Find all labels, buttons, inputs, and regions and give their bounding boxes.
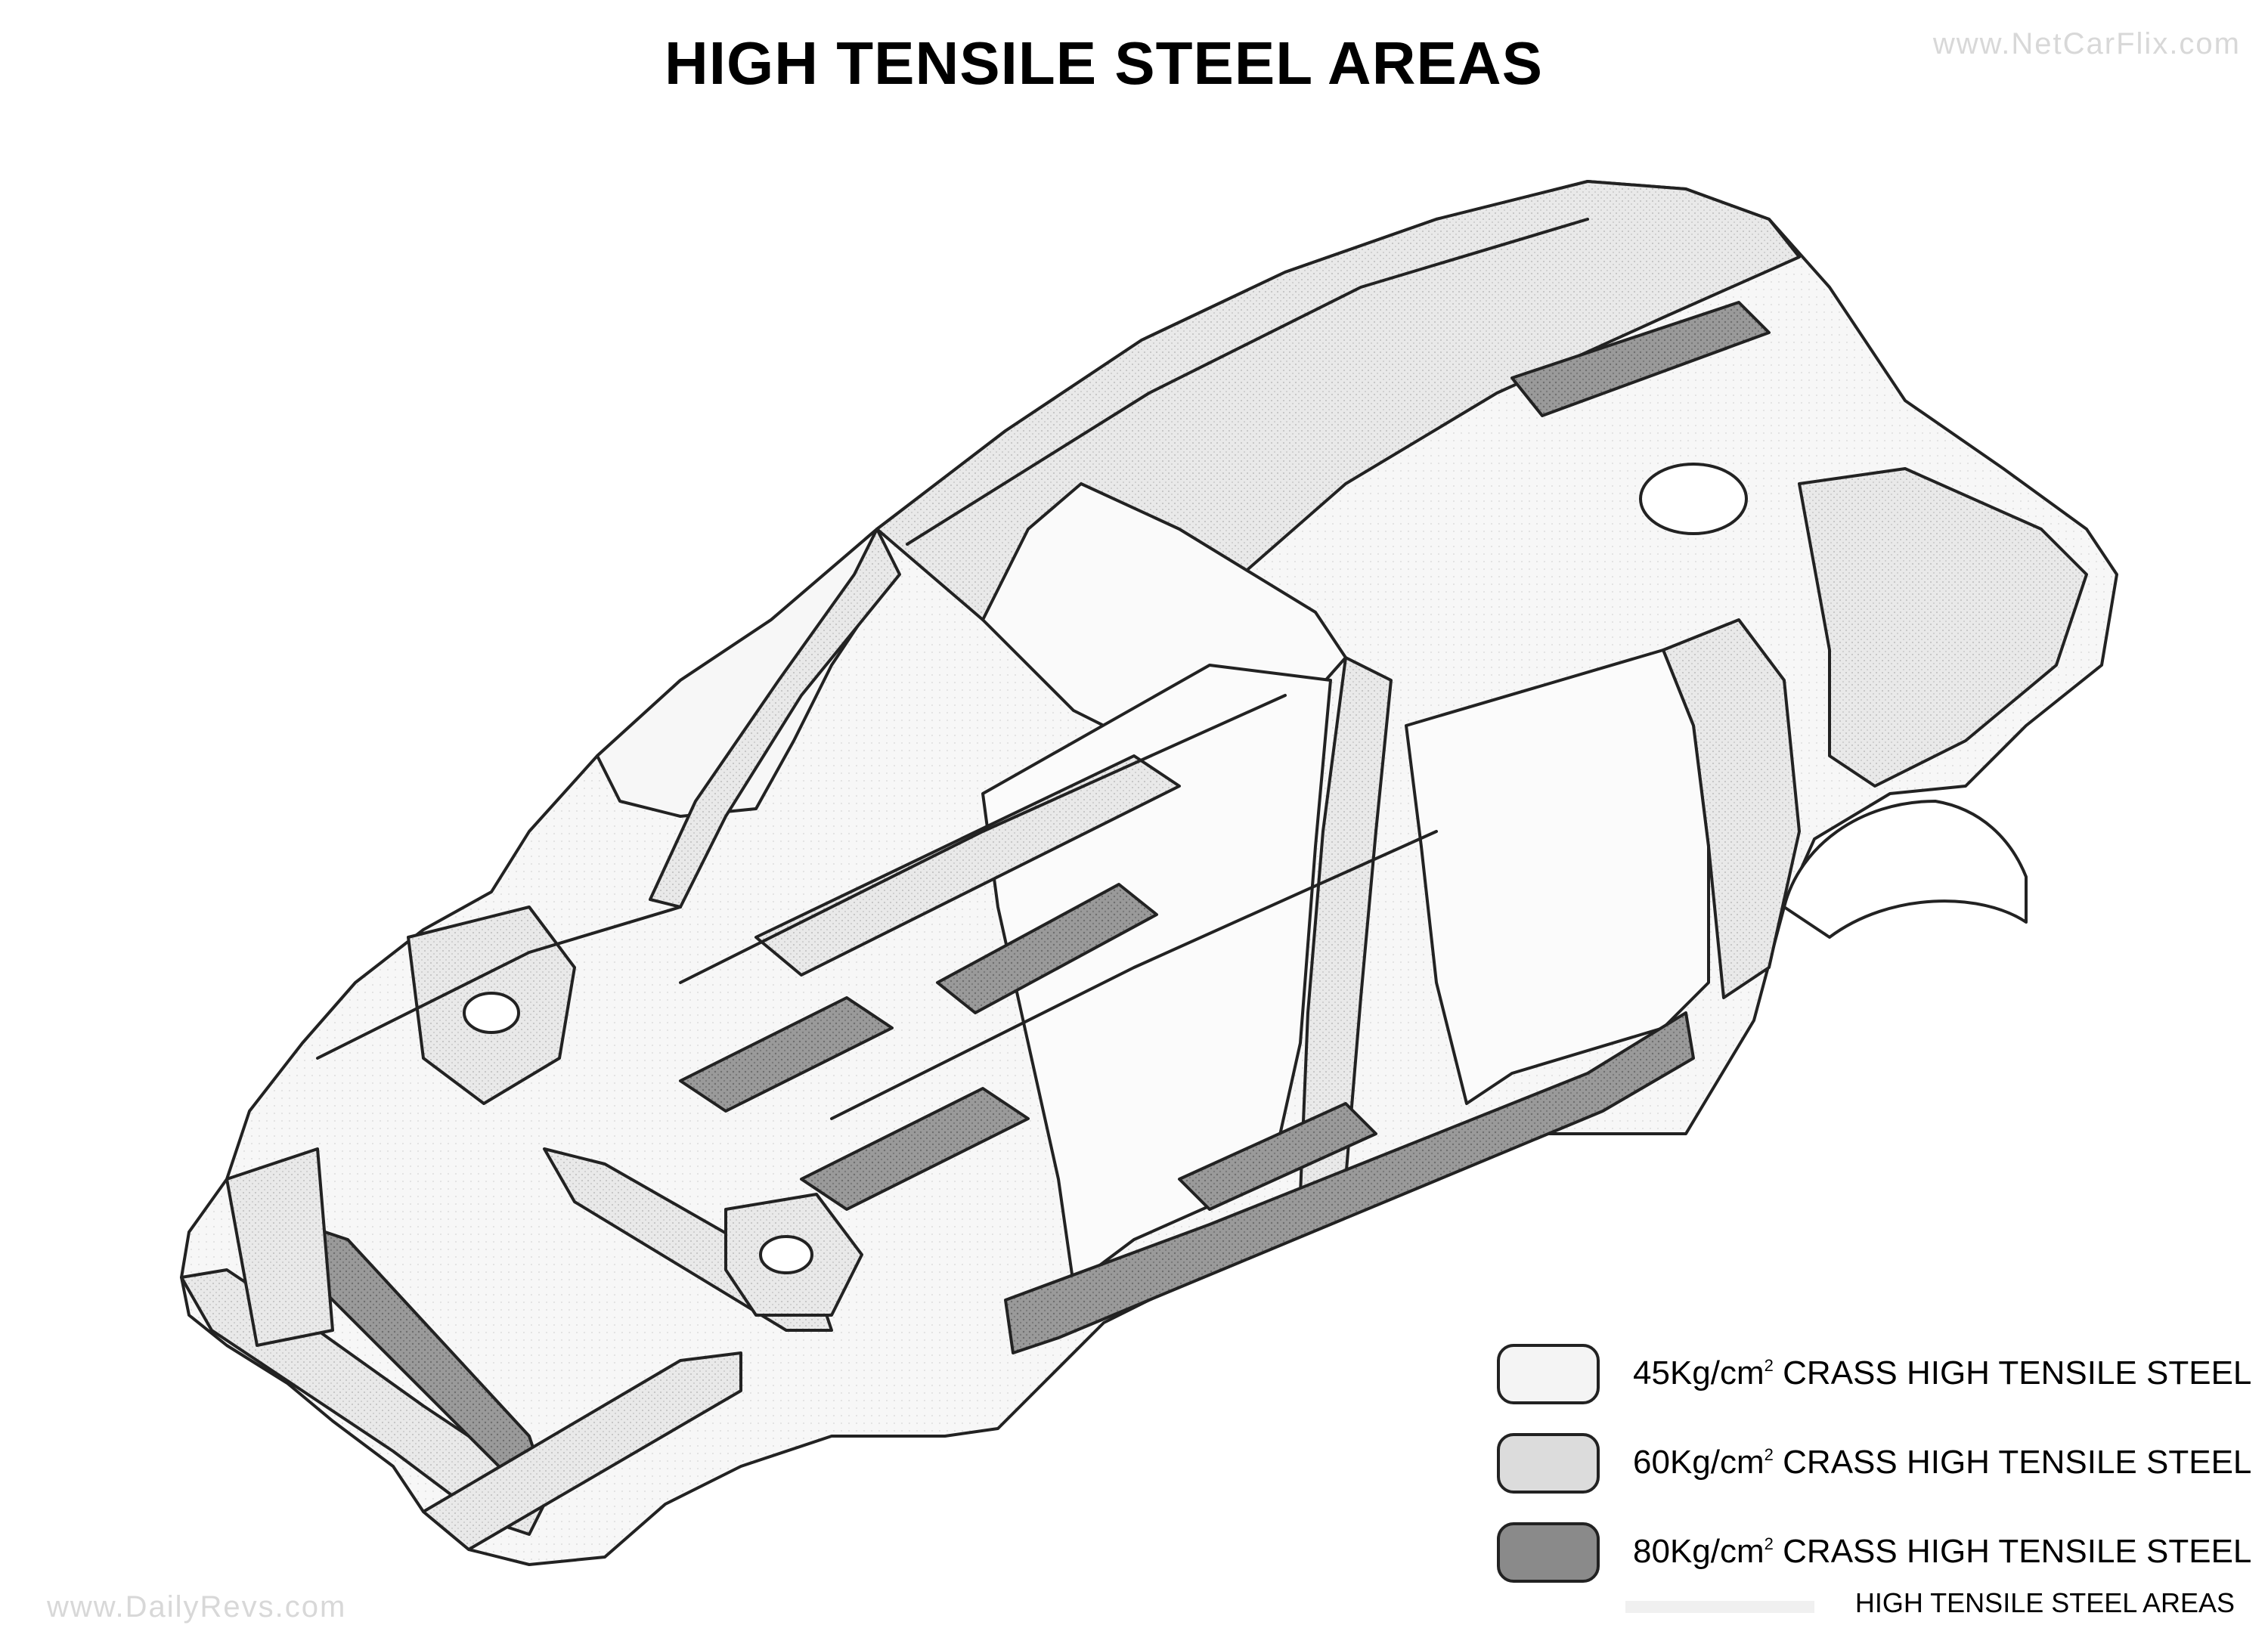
- rear-crossmember: [1510, 301, 1771, 417]
- floor-line-2: [830, 830, 1438, 1120]
- a-pillar: [649, 528, 901, 909]
- windshield-frame: [596, 528, 894, 818]
- footer-bar: [1625, 1601, 1814, 1613]
- legend-label-45: 45Kg/cm2 CRASS HIGH TENSILE STEEL: [1633, 1354, 2252, 1392]
- watermark-bottom-left: www.DailyRevs.com: [47, 1590, 347, 1624]
- side-sill: [1004, 1011, 1695, 1354]
- legend-label-60: 60Kg/cm2 CRASS HIGH TENSILE STEEL: [1633, 1444, 2252, 1481]
- legend-swatch-45: [1497, 1344, 1600, 1404]
- legend-swatch-80: [1497, 1522, 1600, 1583]
- rear-wheel-arch: [1783, 800, 2028, 939]
- footer-caption: HIGH TENSILE STEEL AREAS: [1854, 1587, 2235, 1618]
- radiator-support: [225, 1147, 334, 1347]
- floor-tunnel: [754, 754, 1181, 977]
- legend-swatch-60: [1497, 1433, 1600, 1494]
- legend-item-45: 45Kg/cm2 CRASS HIGH TENSILE STEEL: [1497, 1344, 2253, 1407]
- legend-label-80: 80Kg/cm2 CRASS HIGH TENSILE STEEL: [1633, 1533, 2252, 1570]
- front-lower-member: [422, 1351, 742, 1551]
- legend-item-60: 60Kg/cm2 CRASS HIGH TENSILE STEEL: [1497, 1433, 2253, 1497]
- legend-item-80: 80Kg/cm2 CRASS HIGH TENSILE STEEL: [1497, 1522, 2253, 1586]
- floor-crossmember-2: [800, 1087, 1030, 1211]
- roof-rail-line: [906, 218, 1589, 546]
- rear-quarter-panel: [1798, 467, 2088, 788]
- strut-top-right: [759, 1235, 813, 1274]
- page-title: HIGH TENSILE STEEL AREAS: [665, 29, 1543, 97]
- spare-wheel-well: [1639, 463, 1748, 535]
- floor-line-1: [679, 694, 1287, 984]
- floor-crossmember-1: [679, 996, 894, 1113]
- floor-crossmember-4: [1178, 1102, 1377, 1211]
- hood-line: [316, 905, 682, 1060]
- floor-crossmember-3: [936, 883, 1158, 1014]
- strut-top-left: [463, 992, 520, 1034]
- watermark-top-right: www.NetCarFlix.com: [1932, 27, 2241, 60]
